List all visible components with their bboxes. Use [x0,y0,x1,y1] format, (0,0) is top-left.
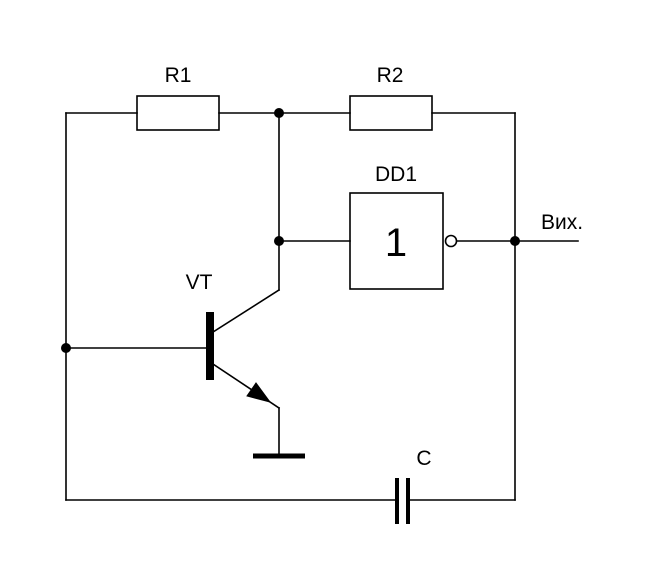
junction-dot-gate [274,236,284,246]
r2-label: R2 [377,64,404,87]
transistor-vt [65,288,305,459]
inverter-dd1 [349,192,444,290]
junction-dot-top [274,108,284,118]
resistor-r2 [349,95,433,131]
gate-symbol: 1 [385,221,407,265]
resistor-r1 [136,95,220,131]
junction-dot-base [61,343,71,353]
dd1-label: DD1 [375,163,417,186]
junction-dot-output [510,236,520,246]
capacitor-c [395,478,410,524]
r1-label: R1 [165,64,192,87]
vt-label: VT [186,271,213,294]
collector-lead [211,288,281,334]
emitter-arrow [246,382,272,403]
output-label: Вих. [541,211,583,234]
inverter-bubble [444,234,458,248]
c-label: C [416,447,431,470]
